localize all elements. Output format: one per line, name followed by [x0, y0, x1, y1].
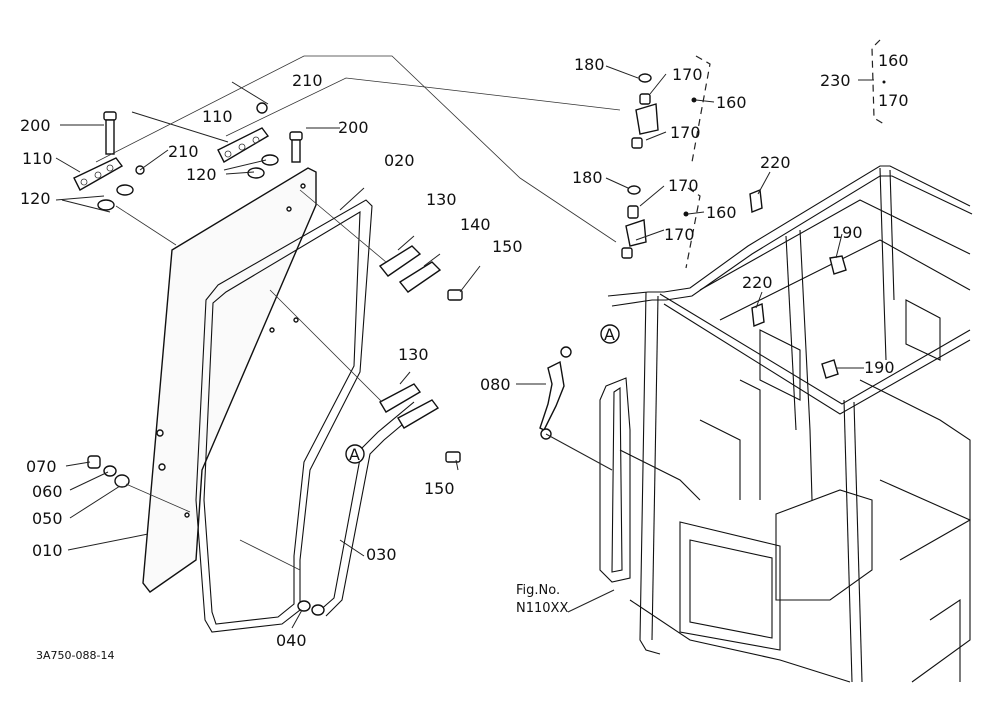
label-030: 030 [366, 545, 397, 564]
label-220-lower: 220 [742, 273, 773, 292]
figure-number-code: N110XX [516, 601, 568, 616]
bushing-040 [297, 600, 325, 616]
label-020: 020 [384, 151, 415, 170]
label-160-upper: 160 [716, 93, 747, 112]
hinge-pin-left [103, 111, 117, 155]
label-120-mid: 120 [186, 165, 217, 184]
label-210-top: 210 [292, 71, 323, 90]
fasteners-070-060-050 [87, 455, 130, 488]
figure-number-label: Fig.No. [516, 583, 560, 598]
leader-lines [55, 65, 874, 629]
label-190-upper: 190 [832, 223, 863, 242]
label-070: 070 [26, 457, 57, 476]
label-120-left: 120 [20, 189, 51, 208]
dots-160 [683, 80, 886, 217]
ref-mark-a-left-text: A [349, 445, 360, 464]
label-110-left: 110 [22, 149, 53, 168]
label-150-upper: 150 [492, 237, 523, 256]
knobs-190 [821, 255, 847, 379]
dashed-bracket-230 [871, 39, 885, 125]
washers-120 [97, 154, 279, 211]
label-060: 060 [32, 482, 63, 501]
label-230-170: 170 [878, 91, 909, 110]
label-080: 080 [480, 375, 511, 394]
label-140: 140 [460, 215, 491, 234]
label-130-lower: 130 [398, 345, 429, 364]
label-200-left: 200 [20, 116, 51, 135]
cab-hinge-upper [631, 73, 659, 149]
label-110-upper: 110 [202, 107, 233, 126]
hinge-right [217, 127, 270, 163]
label-220-upper: 220 [760, 153, 791, 172]
label-010: 010 [32, 541, 63, 560]
ref-mark-a-right-text: A [604, 325, 615, 344]
alignment-lines [95, 55, 621, 571]
label-170-lower-1: 170 [668, 176, 699, 195]
drawing-code: 3A750-088-14 [36, 649, 114, 662]
label-170-upper-1: 170 [672, 65, 703, 84]
handle-rod [317, 401, 423, 617]
hinge-left [73, 157, 124, 191]
label-160-lower: 160 [706, 203, 737, 222]
label-170-lower-2: 170 [664, 225, 695, 244]
label-050: 050 [32, 509, 63, 528]
dashed-bracket-160 [685, 55, 711, 269]
bolts-150 [445, 289, 463, 463]
gas-strut-080 [539, 346, 572, 440]
cab-hinge-lower [621, 185, 647, 259]
plates-220 [749, 189, 765, 327]
label-230-160: 160 [878, 51, 909, 70]
label-130-upper: 130 [426, 190, 457, 209]
hinge-pin-right [289, 131, 303, 163]
door-glass-panel [142, 167, 317, 593]
ref-mark-a-right [600, 324, 620, 344]
latch-plates [378, 245, 442, 429]
label-190-lower: 190 [864, 358, 895, 377]
label-200-right: 200 [338, 118, 369, 137]
part-labels: 200 210 110 110 210 200 120 120 020 130 … [20, 51, 909, 662]
label-150-lower: 150 [424, 479, 455, 498]
label-170-upper-2: 170 [670, 123, 701, 142]
label-210-mid: 210 [168, 142, 199, 161]
label-180-lower: 180 [572, 168, 603, 187]
label-180-upper: 180 [574, 55, 605, 74]
label-040: 040 [276, 631, 307, 650]
cab-frame [599, 165, 973, 683]
label-230: 230 [820, 71, 851, 90]
ref-mark-a-left [345, 444, 365, 464]
